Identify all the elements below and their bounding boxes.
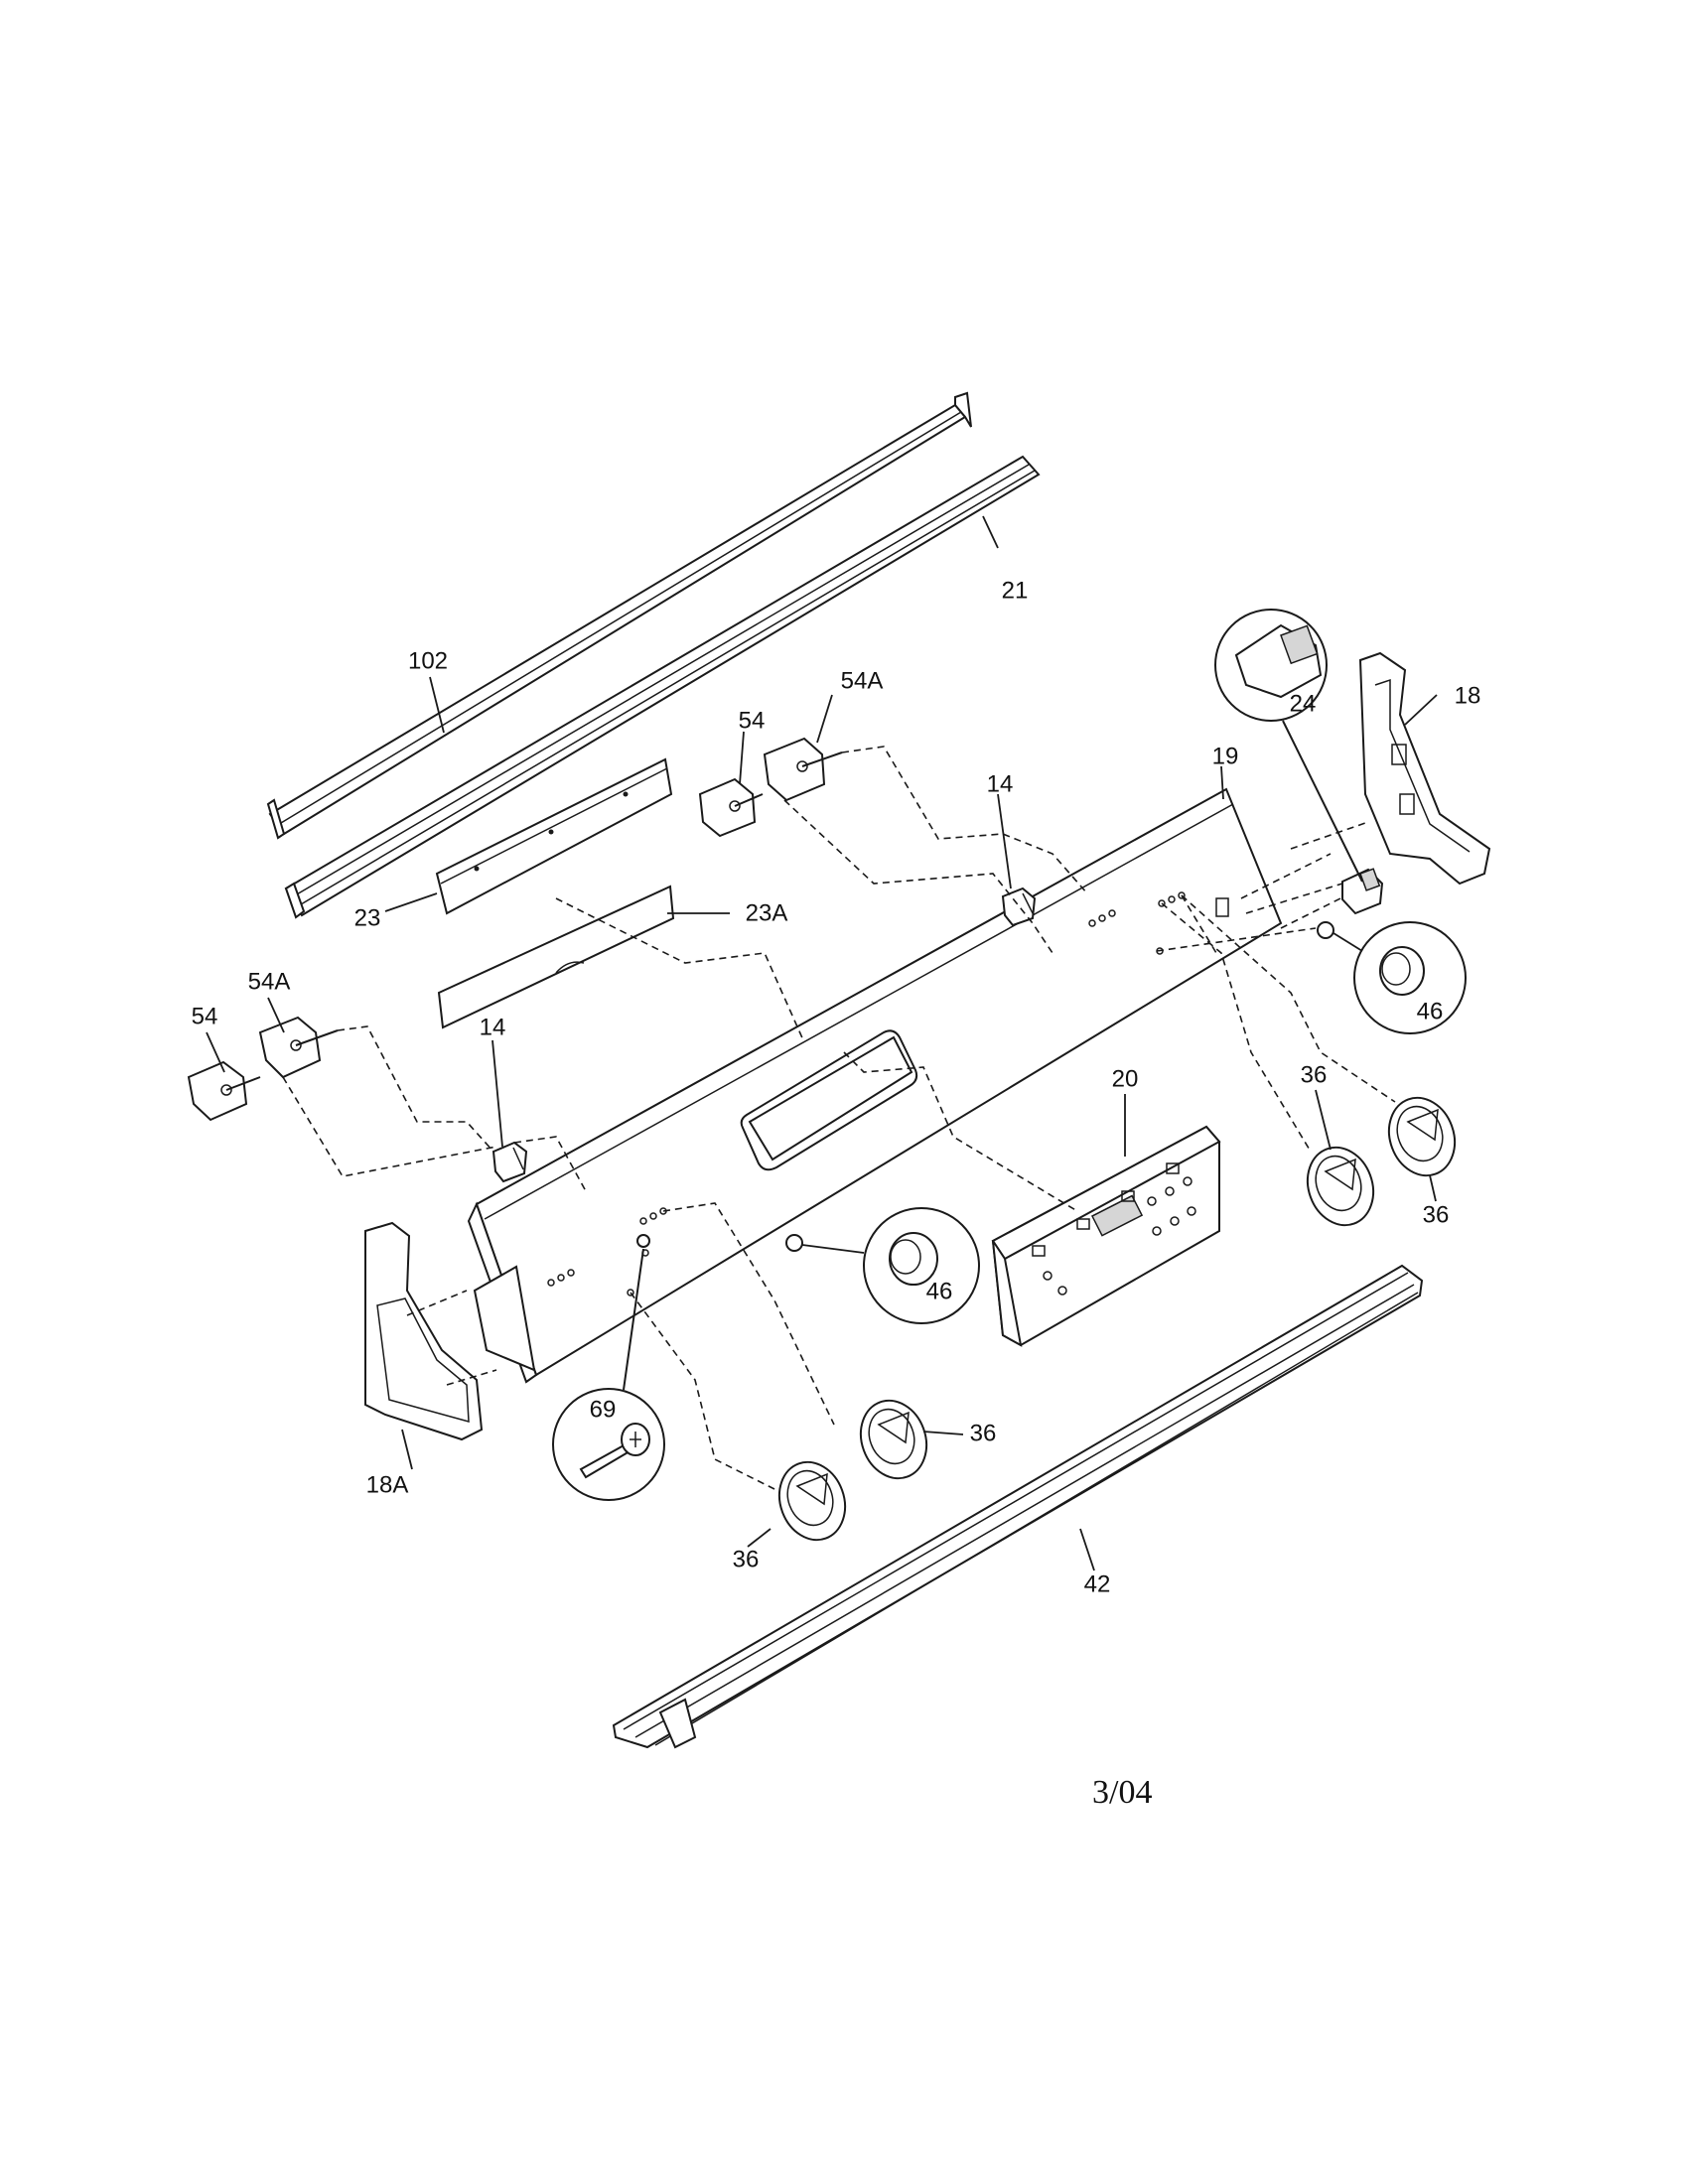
callout-24: 24 — [1290, 690, 1317, 717]
part-46-lens-mid — [785, 1207, 980, 1324]
part-14-clip-top — [1001, 887, 1037, 927]
date-stamp: 3/04 — [1092, 1774, 1152, 1811]
callout-20: 20 — [1112, 1065, 1139, 1092]
part-54-switch-top — [698, 777, 764, 838]
part-102-trim-strip — [266, 391, 972, 840]
callout-labels: 102 21 18 19 24 54 54A 14 23 23A 54 54A … — [192, 577, 1481, 1597]
callout-14-top: 14 — [987, 770, 1014, 797]
callout-54a-left: 54A — [248, 968, 291, 995]
callout-46-mid: 46 — [926, 1278, 953, 1304]
callout-23: 23 — [354, 904, 381, 931]
callout-21: 21 — [1002, 577, 1029, 604]
part-24-switch — [1341, 868, 1384, 915]
callout-42: 42 — [1084, 1570, 1111, 1597]
part-19-console-panel — [467, 787, 1283, 1384]
callout-19: 19 — [1212, 743, 1239, 769]
part-23a-bracket — [437, 885, 675, 1029]
callout-18a: 18A — [366, 1471, 409, 1498]
part-36-knob-mid-2 — [777, 1460, 847, 1542]
callout-102: 102 — [408, 647, 448, 674]
part-36-knob-mid-1 — [859, 1399, 928, 1480]
callout-46-right: 46 — [1417, 998, 1444, 1024]
callout-36-mid-2: 36 — [733, 1546, 760, 1572]
part-54a-switch-left — [258, 1016, 339, 1079]
callout-leader-lines — [206, 515, 1438, 1571]
callout-54a-top: 54A — [841, 667, 884, 694]
callout-36-right-2: 36 — [1423, 1201, 1450, 1228]
part-54-switch-left — [187, 1060, 261, 1122]
part-42-lower-trim — [612, 1264, 1424, 1749]
part-18a-left-endcap — [364, 1221, 484, 1441]
part-14-clip-left — [491, 1141, 528, 1183]
part-54a-switch-top — [763, 737, 843, 802]
callout-36-mid-1: 36 — [970, 1420, 997, 1446]
part-18-right-endcap — [1358, 651, 1491, 886]
callout-36-right-1: 36 — [1301, 1061, 1328, 1088]
part-23-bracket — [435, 757, 673, 915]
assembly-dashed-lines — [282, 746, 1396, 1490]
callout-18: 18 — [1455, 682, 1481, 709]
callout-23a: 23A — [746, 899, 788, 926]
callout-54-left: 54 — [192, 1003, 218, 1029]
part-36-knob-right-2 — [1387, 1096, 1457, 1177]
part-69-screw — [552, 1234, 665, 1501]
part-46-lens-right — [1317, 921, 1467, 1034]
callout-14-left: 14 — [480, 1014, 506, 1040]
part-24-detail-circle — [1214, 609, 1363, 883]
callout-69: 69 — [590, 1396, 617, 1423]
part-21-channel — [284, 455, 1041, 919]
part-20-control-board — [991, 1125, 1221, 1347]
part-36-knob-right-1 — [1306, 1146, 1375, 1227]
callout-54-top: 54 — [739, 707, 766, 734]
